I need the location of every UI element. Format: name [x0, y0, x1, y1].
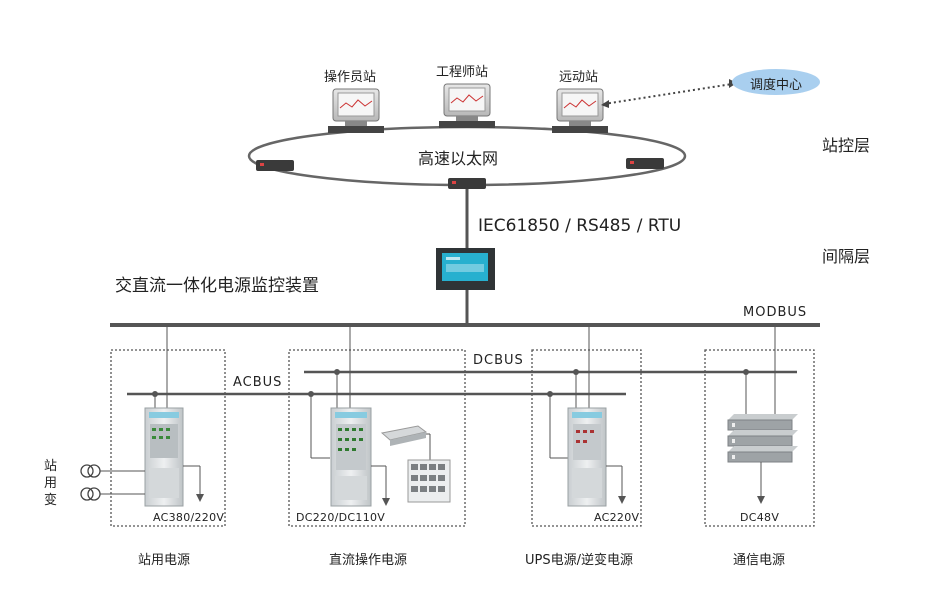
switch-icon-right — [626, 158, 664, 169]
acbus-label: ACBUS — [233, 375, 283, 390]
transformer-label-char-3: 变 — [44, 493, 58, 508]
charger-module-icon — [380, 425, 428, 446]
operator-station-icon — [328, 88, 384, 133]
comm-voltage-label: DC48V — [740, 511, 780, 524]
dc-power-name: 直流操作电源 — [329, 553, 408, 568]
transformer-label-char-2: 用 — [44, 476, 58, 491]
switch-icon-left — [256, 160, 294, 171]
comm-power-name: 通信电源 — [733, 553, 786, 568]
telecontrol-station-icon — [552, 88, 608, 133]
transformer-icon — [80, 464, 101, 501]
protocol-label: IEC61850 / RS485 / RTU — [478, 216, 682, 236]
dispatch-link — [603, 83, 733, 105]
bay-layer-label: 间隔层 — [822, 247, 871, 266]
station-control-layer-label: 站控层 — [822, 136, 871, 155]
dc-voltage-label: DC220/DC110V — [296, 511, 386, 524]
ups-power-group — [531, 349, 642, 527]
dcbus-label: DCBUS — [473, 353, 524, 368]
dc-power-group — [288, 349, 466, 527]
ac-cabinet-icon — [144, 407, 184, 507]
monitoring-controller-icon — [436, 248, 495, 290]
dc-cabinet-icon — [330, 407, 372, 507]
battery-rack-icon — [407, 459, 451, 503]
transformer-label-char-1: 站 — [44, 459, 58, 474]
operator-station-label: 操作员站 — [324, 70, 377, 85]
ac-power-name: 站用电源 — [138, 553, 191, 568]
ac-voltage-label: AC380/220V — [153, 511, 225, 524]
ups-power-name: UPS电源/逆变电源 — [525, 553, 633, 568]
dispatch-center-label: 调度中心 — [750, 78, 803, 93]
ups-cabinet-icon — [567, 407, 607, 507]
engineer-station-icon — [439, 83, 495, 128]
controller-title: 交直流一体化电源监控装置 — [115, 276, 319, 296]
modbus-label: MODBUS — [743, 305, 808, 320]
ac-power-group — [110, 349, 226, 527]
engineer-station-label: 工程师站 — [436, 65, 489, 80]
comm-power-modules-icon — [727, 414, 798, 463]
ethernet-ring-label: 高速以太网 — [418, 149, 499, 168]
ups-voltage-label: AC220V — [594, 511, 640, 524]
dispatch-center-node — [732, 69, 820, 95]
comm-power-group — [704, 349, 815, 527]
switch-icon-center — [448, 178, 486, 189]
telecontrol-station-label: 远动站 — [559, 70, 599, 85]
